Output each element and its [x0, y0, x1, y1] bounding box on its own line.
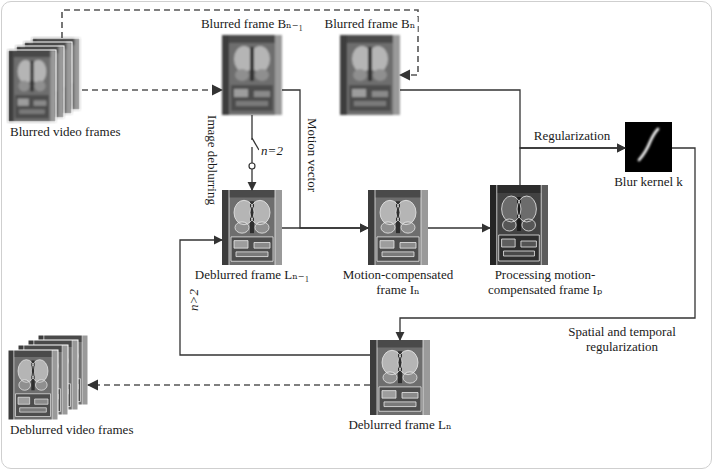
frame-caption: Blurred frame Bₙ₋₁: [199, 17, 305, 32]
blur-kernel-image: [625, 122, 672, 172]
flow-arrow: [520, 148, 625, 185]
frame-caption: Motion-compensated frame Iₙ: [331, 268, 465, 298]
edge-group: [62, 10, 695, 385]
frame-node: Deblurred frame Lₙ: [370, 340, 430, 415]
dashed-arrow: [62, 10, 418, 75]
edge-label: Motion vector: [305, 116, 320, 194]
frame-node: Deblurred video frames: [8, 335, 88, 420]
frame-caption: Deblurred video frames: [8, 423, 135, 438]
frame-caption: Blurred frame Bₙ: [323, 17, 418, 32]
edge-label: Image deblurring: [205, 113, 220, 207]
frame-caption: Processing motion-compensated frame Iₚ: [468, 268, 622, 298]
frame-node: Blurred frame Bₙ: [340, 35, 400, 115]
switch-symbol: [249, 138, 259, 169]
flow-arrow: [428, 227, 490, 228]
frame-node: Processing motion-compensated frame Iₚ: [490, 185, 548, 265]
frame-caption: Blurred video frames: [8, 125, 122, 140]
frame-node: Blurred video frames: [8, 38, 82, 122]
dashed-arrow: [82, 89, 222, 91]
blurred-frame-images: [222, 35, 400, 115]
blurred-stack: [8, 38, 80, 122]
edge-label: n>2: [187, 287, 202, 313]
dashed-arrow: [88, 384, 370, 386]
frame-caption: Blur kernel k: [612, 175, 685, 190]
flow-arrow: [282, 227, 368, 228]
frame-node: Blur kernel k: [625, 122, 672, 172]
condition-label: n=2: [259, 144, 285, 159]
deblurred-frame-images: [222, 185, 548, 415]
frame-node: Motion-compensated frame Iₙ: [368, 190, 428, 265]
frame-caption: Deblurred frame Lₙ: [346, 418, 453, 433]
flow-arrow: [400, 90, 625, 148]
flow-arrow: [282, 90, 368, 228]
edge-label: Regularization: [532, 129, 613, 144]
frame-node: Blurred frame Bₙ₋₁: [222, 35, 282, 115]
edge-label: Spatial and temporal regularization: [555, 325, 689, 355]
flow-arrow: [400, 148, 695, 340]
frame-node: Deblurred frame Lₙ₋₁: [222, 190, 282, 265]
frame-caption: Deblurred frame Lₙ₋₁: [193, 268, 311, 283]
deblurred-stack: [8, 335, 88, 420]
flow-arrow: [251, 115, 252, 190]
